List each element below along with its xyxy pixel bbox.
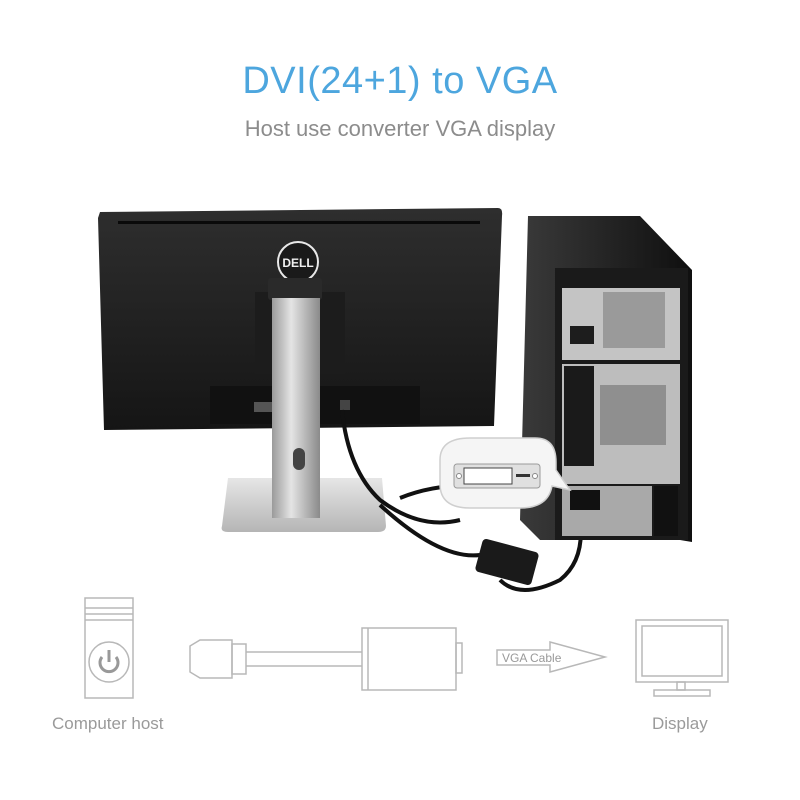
vga-cable-label: VGA Cable <box>502 651 562 665</box>
monitor-stand <box>221 278 386 532</box>
page-title: DVI(24+1) to VGA <box>242 60 558 102</box>
svg-text:DELL: DELL <box>282 256 313 270</box>
display-icon <box>635 619 729 697</box>
page-subtitle: Host use converter VGA display <box>244 116 556 141</box>
display-label: Display <box>652 714 708 733</box>
adapter <box>475 538 539 586</box>
converter-box-icon <box>361 627 463 691</box>
computer-host-label: Computer host <box>52 714 164 733</box>
dvi-callout <box>439 437 572 509</box>
vga-cable-arrow <box>496 641 608 673</box>
pc-tower <box>520 216 692 542</box>
computer-host-icon <box>84 597 134 699</box>
vga-connector-icon <box>189 639 362 679</box>
dvi-plug <box>570 490 600 510</box>
